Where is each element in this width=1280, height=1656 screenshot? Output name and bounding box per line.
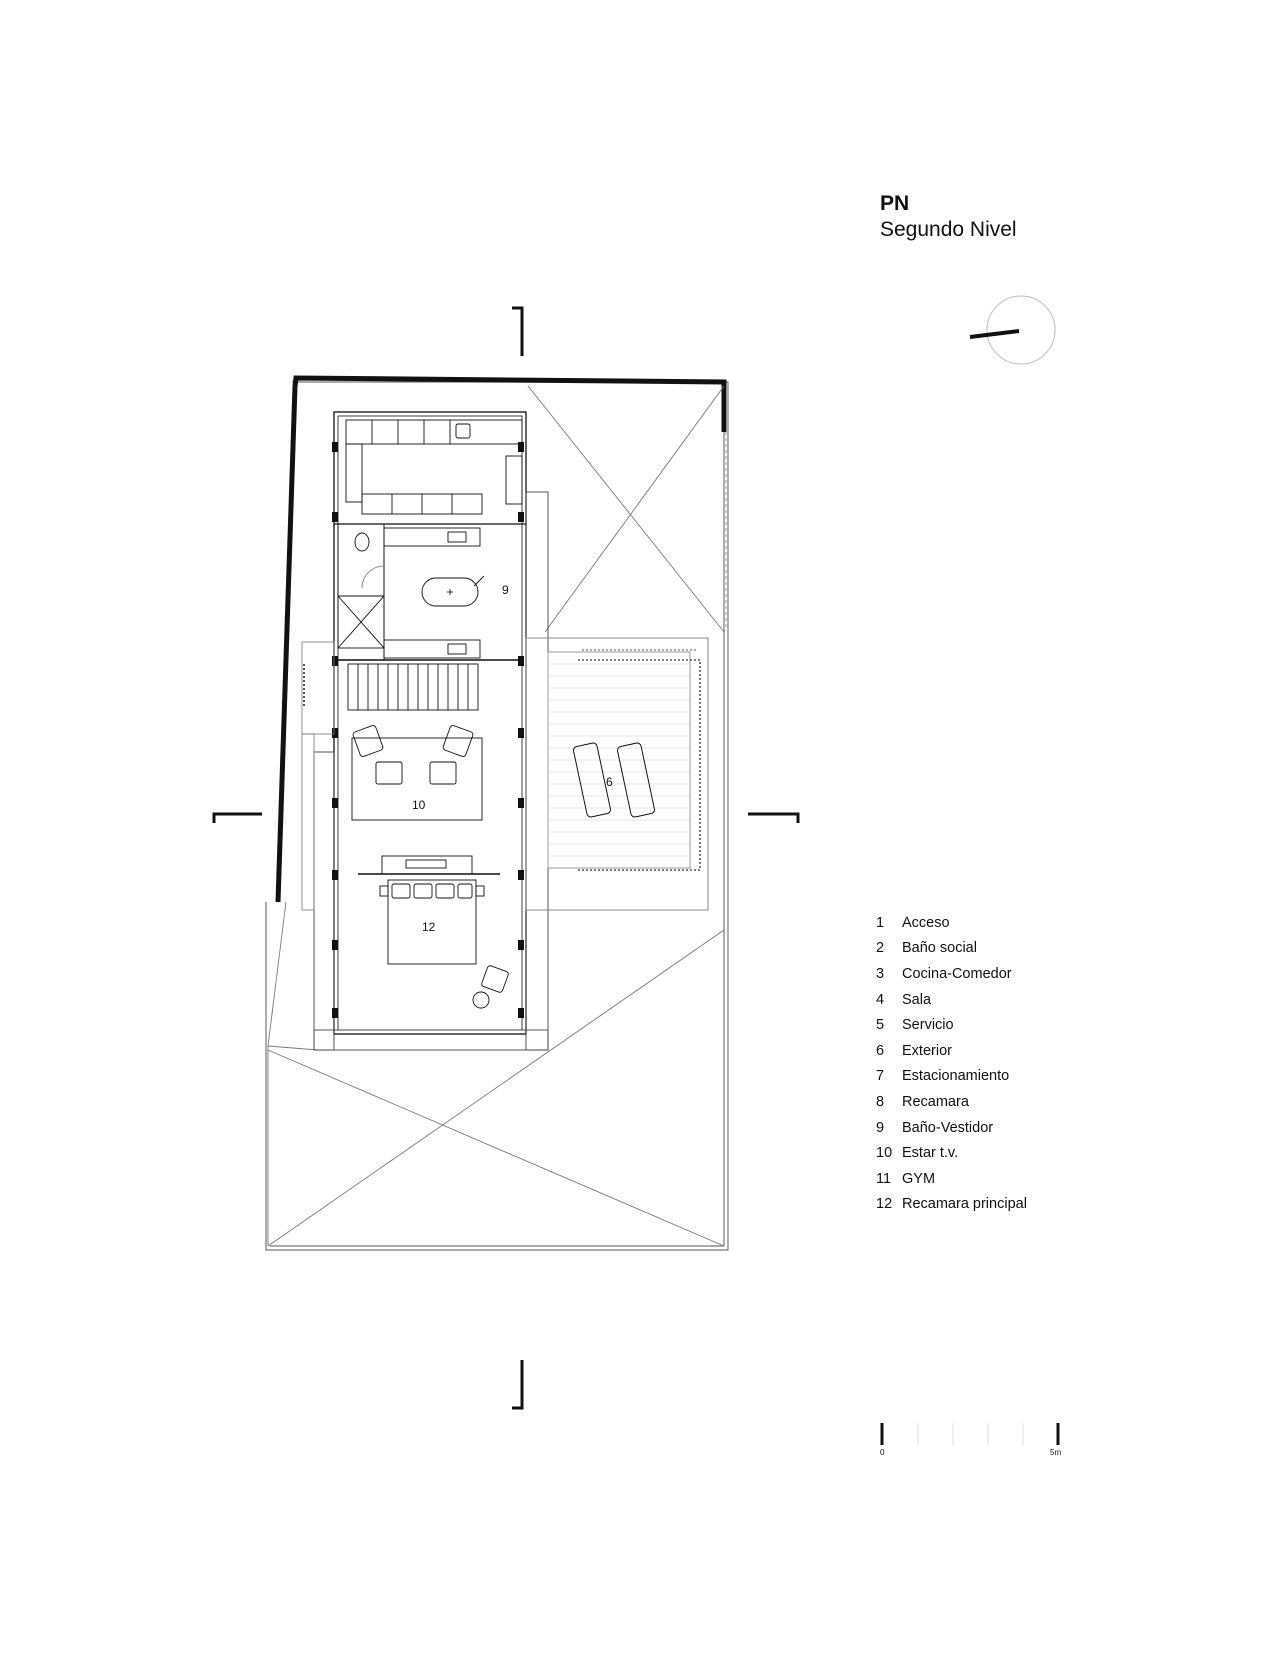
- terrace: [525, 637, 709, 911]
- legend-item: 1 Acceso: [876, 910, 1027, 936]
- scale-bar: [880, 1423, 1060, 1445]
- legend-item: 6 Exterior: [876, 1038, 1027, 1064]
- legend-item: 7 Estacionamiento: [876, 1064, 1027, 1090]
- scale-start-label: 0: [880, 1448, 885, 1457]
- legend-item: 8 Recamara: [876, 1089, 1027, 1115]
- perimeter-wall: [275, 375, 727, 903]
- legend-label: Cocina-Comedor: [902, 965, 1012, 982]
- legend-number: 8: [876, 1093, 885, 1110]
- legend-number: 10: [876, 1145, 893, 1162]
- staircase: [338, 659, 522, 711]
- title-block: PN Segundo Nivel: [880, 192, 1017, 244]
- legend-label: Servicio: [902, 1017, 954, 1034]
- cladding-left: [313, 751, 335, 1051]
- legend-number: 7: [876, 1068, 885, 1085]
- legend-number: 9: [876, 1119, 885, 1136]
- legend-number: 11: [876, 1170, 892, 1187]
- section-marker-bottom: [512, 1360, 524, 1410]
- legend-number: 4: [876, 991, 885, 1008]
- legend-number: 12: [876, 1196, 893, 1213]
- left-garden: [301, 641, 335, 911]
- legend-label: Baño-Vestidor: [902, 1119, 994, 1136]
- legend-label: Acceso: [902, 914, 950, 931]
- legend-label: Sala: [902, 991, 932, 1008]
- legend-item: 2 Baño social: [876, 936, 1027, 962]
- plan-code: PN: [880, 192, 910, 215]
- legend-number: 5: [876, 1017, 885, 1034]
- plan-title: Segundo Nivel: [880, 218, 1017, 241]
- legend-label: GYM: [902, 1170, 936, 1187]
- section-marker-right: [748, 812, 800, 823]
- room-label-exterior: 6: [606, 775, 613, 789]
- legend-label: Estar t.v.: [902, 1145, 959, 1162]
- legend-item: 12 Recamara principal: [876, 1192, 1027, 1218]
- tv-lounge: [351, 725, 483, 821]
- legend-item: 4 Sala: [876, 987, 1027, 1013]
- room-label-tv: 10: [412, 798, 426, 812]
- legend-item: 9 Baño-Vestidor: [876, 1115, 1027, 1141]
- legend-number: 3: [876, 965, 885, 982]
- legend-number: 6: [876, 1042, 885, 1059]
- scale-end-label: 5m: [1050, 1448, 1062, 1457]
- cladding-bottom: [313, 1029, 549, 1051]
- closet-zone: [334, 419, 526, 525]
- room-label-bath: 9: [502, 583, 509, 597]
- legend-item: 3 Cocina-Comedor: [876, 961, 1027, 987]
- section-marker-top: [512, 306, 524, 356]
- legend-number: 2: [876, 940, 885, 957]
- building-envelope: [333, 411, 527, 1035]
- legend-label: Exterior: [902, 1042, 952, 1059]
- legend-label: Baño social: [902, 940, 977, 957]
- planters: [303, 649, 701, 871]
- section-marker-left: [212, 812, 262, 823]
- legend-label: Estacionamiento: [902, 1068, 1010, 1085]
- legend-label: Recamara: [902, 1093, 969, 1110]
- room-label-bedroom: 12: [422, 920, 436, 934]
- columns: [332, 442, 524, 1018]
- master-bedroom: [358, 855, 509, 1009]
- north-arrow-icon: [969, 295, 1056, 365]
- legend-item: 5 Servicio: [876, 1012, 1027, 1038]
- legend-label: Recamara principal: [902, 1196, 1027, 1213]
- bathroom: [337, 523, 485, 660]
- roof-diagonals: [267, 385, 725, 1247]
- cladding-right: [525, 491, 549, 1051]
- legend-item: 10 Estar t.v.: [876, 1140, 1027, 1166]
- legend-number: 1: [876, 914, 885, 931]
- room-legend: 1 Acceso 2 Baño social 3 Cocina-Comedor 4 Sa…: [876, 910, 1027, 1217]
- legend-item: 11 GYM: [876, 1166, 1027, 1192]
